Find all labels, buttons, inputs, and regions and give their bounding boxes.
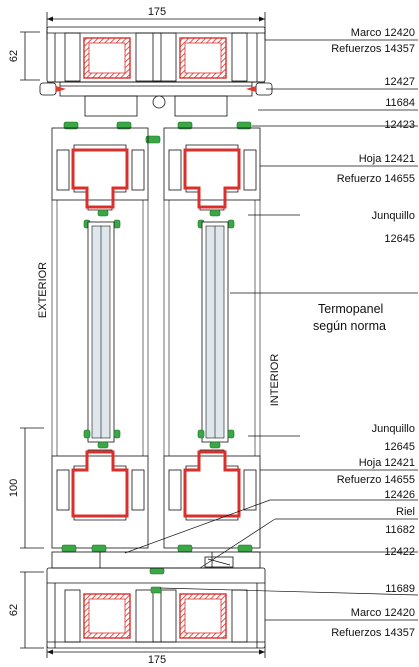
rail-riel [51, 551, 261, 569]
bottom-gaskets-12422 [61, 544, 253, 575]
upper-right-sash-reinforcement [183, 148, 241, 209]
top-width-label: 175 [148, 6, 166, 18]
upper-left-sash-reinforcement [71, 148, 129, 209]
callout-riel: Riel [396, 506, 415, 518]
top-frame-height-dimension: 62 [8, 31, 40, 81]
lower-left-sash-reinforcement [71, 450, 129, 518]
callouts: Marco 12420 Refuerzos 14357 12427 11684 … [313, 27, 415, 639]
lower-right-sash-reinforcement [183, 450, 241, 518]
callout-marco-bot: Marco 12420 [351, 607, 415, 619]
callout-12426: 12426 [384, 489, 415, 501]
top-frame-profile [46, 26, 266, 117]
callout-junquillo-bot-code: 12645 [384, 441, 415, 453]
callout-11684: 11684 [385, 97, 415, 109]
bottom-frame-profile [46, 567, 266, 649]
gasket-11689 [150, 586, 162, 594]
bottom-frame-height-label: 62 [8, 604, 20, 616]
callout-refuerzo-top: Refuerzo 14655 [337, 173, 415, 185]
callout-hoja-top: Hoja 12421 [359, 153, 415, 165]
callout-11689: 11689 [385, 583, 415, 595]
callout-junquillo-top-code: 12645 [384, 233, 415, 245]
bottom-width-dimension: 175 [46, 645, 266, 666]
sash-height-label: 100 [8, 479, 20, 497]
top-frame-height-label: 62 [8, 50, 20, 62]
top-width-dimension: 175 [46, 6, 266, 40]
interior-label: INTERIOR [269, 354, 281, 407]
callout-refuerzos-top: Refuerzos 14357 [331, 43, 415, 55]
callout-hoja-bot: Hoja 12421 [359, 457, 415, 469]
callout-junquillo-top: Junquillo [372, 210, 415, 222]
callout-refuerzo-bot: Refuerzo 14655 [337, 474, 415, 486]
end-cap-12427 [39, 82, 273, 109]
callout-12423: 12423 [384, 119, 415, 131]
callout-refuerzos-bot: Refuerzos 14357 [331, 627, 415, 639]
upper-sash-left [51, 127, 149, 211]
upper-sash-right [163, 127, 261, 211]
callout-termopanel: Termopanel [318, 302, 383, 316]
glass-pane-right [201, 221, 229, 443]
callout-12422: 12422 [384, 546, 415, 558]
sash-side-profiles [51, 200, 261, 456]
bottom-width-label: 175 [148, 654, 166, 666]
bottom-frame-height-dimension: 62 [8, 571, 44, 649]
leader-lines [124, 39, 419, 621]
callout-marco-top: Marco 12420 [351, 27, 415, 39]
upper-junquillo-gaskets [83, 209, 235, 229]
lower-junquillo-gaskets [83, 429, 235, 449]
glass-pane-left [87, 221, 115, 443]
callout-junquillo-bot: Junquillo [372, 423, 415, 435]
callout-11682: 11682 [385, 524, 415, 536]
top-gaskets-12423 [63, 121, 252, 144]
exterior-label: EXTERIOR [37, 262, 49, 318]
lower-sash-left [51, 449, 149, 549]
sash-height-dimension: 100 [8, 427, 44, 549]
callout-12427: 12427 [384, 76, 415, 88]
callout-termopanel-2: según norma [313, 319, 386, 333]
